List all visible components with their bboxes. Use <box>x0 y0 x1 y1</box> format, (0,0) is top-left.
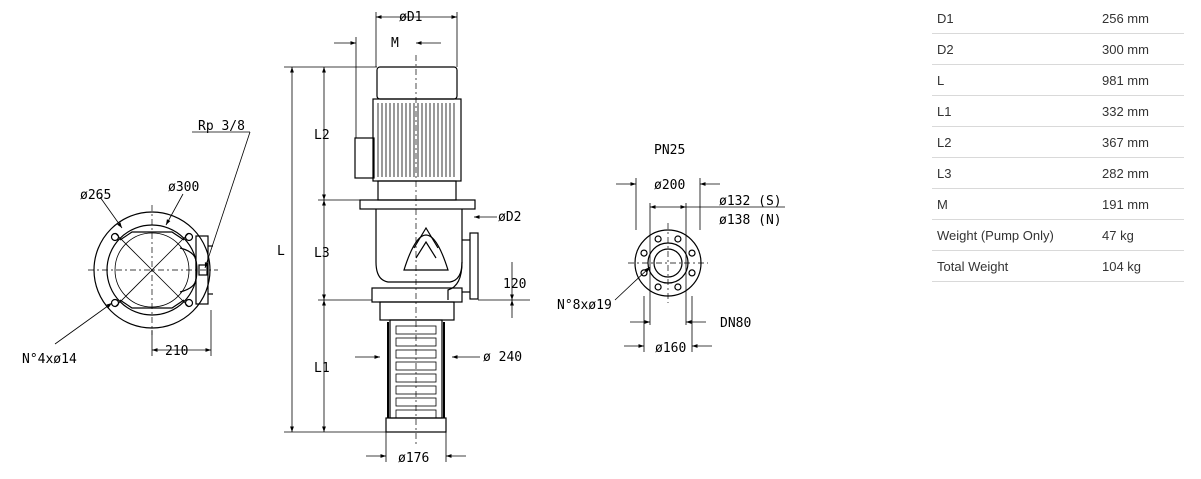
spec-row: Weight (Pump Only)47 kg <box>932 219 1184 251</box>
spec-label: L1 <box>932 95 1102 127</box>
dim-l1-label: L1 <box>314 361 330 376</box>
dim-120-label: 120 <box>503 277 526 292</box>
spec-value: 981 mm <box>1102 64 1184 96</box>
spec-value: 47 kg <box>1102 219 1184 251</box>
dim-160-label: ø160 <box>655 341 686 356</box>
dim-l3-label: L3 <box>314 246 330 261</box>
spec-value: 256 mm <box>1102 3 1184 34</box>
side-view: øD1 M L L2 L3 L1 øD2 120 ø 240 ø176 <box>277 10 530 466</box>
pressure-label: PN25 <box>654 143 685 158</box>
flange-bolt-hole <box>654 283 662 291</box>
dim-176-label: ø176 <box>398 451 429 466</box>
flange-bolt-hole <box>640 269 648 277</box>
spec-value: 300 mm <box>1102 33 1184 65</box>
spec-label: L3 <box>932 157 1102 189</box>
dim-265-label: ø265 <box>80 188 111 203</box>
nominal-size-label: DN80 <box>720 316 751 331</box>
spec-label: D1 <box>932 3 1102 34</box>
technical-drawing: ø265 ø300 Rp 3/8 N°4xø14 210 <box>22 10 785 466</box>
spec-value: 104 kg <box>1102 250 1184 282</box>
dim-240-label: ø 240 <box>483 350 522 365</box>
dim-d2-label: øD2 <box>498 210 521 225</box>
spec-label: L <box>932 64 1102 96</box>
flange-bolt-hole <box>688 249 696 257</box>
dim-l2-label: L2 <box>314 128 330 143</box>
dim-138-label: ø138 (N) <box>719 213 782 228</box>
dim-m-label: M <box>391 36 399 51</box>
flange-bolt-hole <box>640 249 648 257</box>
spec-value: 191 mm <box>1102 188 1184 220</box>
spec-label: Weight (Pump Only) <box>932 219 1102 251</box>
bolt-holes-label: N°4xø14 <box>22 352 77 367</box>
dim-300-label: ø300 <box>168 180 199 195</box>
dim-d1-label: øD1 <box>399 10 422 25</box>
dim-210-label: 210 <box>165 344 188 359</box>
spec-value: 332 mm <box>1102 95 1184 127</box>
dim-132-label: ø132 (S) <box>719 194 782 209</box>
top-view: ø265 ø300 Rp 3/8 N°4xø14 210 <box>22 119 251 367</box>
spec-value: 282 mm <box>1102 157 1184 189</box>
dim-200-label: ø200 <box>654 178 685 193</box>
spec-label: L2 <box>932 126 1102 158</box>
bolt-holes-label: N°8xø19 <box>557 298 612 313</box>
flange-bolt-hole <box>654 235 662 243</box>
spec-label: D2 <box>932 33 1102 65</box>
spec-value: 367 mm <box>1102 126 1184 158</box>
pump-stage <box>395 361 437 371</box>
flange-bolt-hole <box>674 235 682 243</box>
flange-bolt-hole <box>674 283 682 291</box>
spec-label: M <box>932 188 1102 220</box>
thread-label: Rp 3/8 <box>198 119 245 134</box>
spec-label: Total Weight <box>932 250 1102 282</box>
dim-l-label: L <box>277 244 285 259</box>
flange-view: PN25 ø200 ø132 (S) ø138 (N) N°8xø19 DN80… <box>557 143 785 356</box>
flange-bolt-hole <box>688 269 696 277</box>
